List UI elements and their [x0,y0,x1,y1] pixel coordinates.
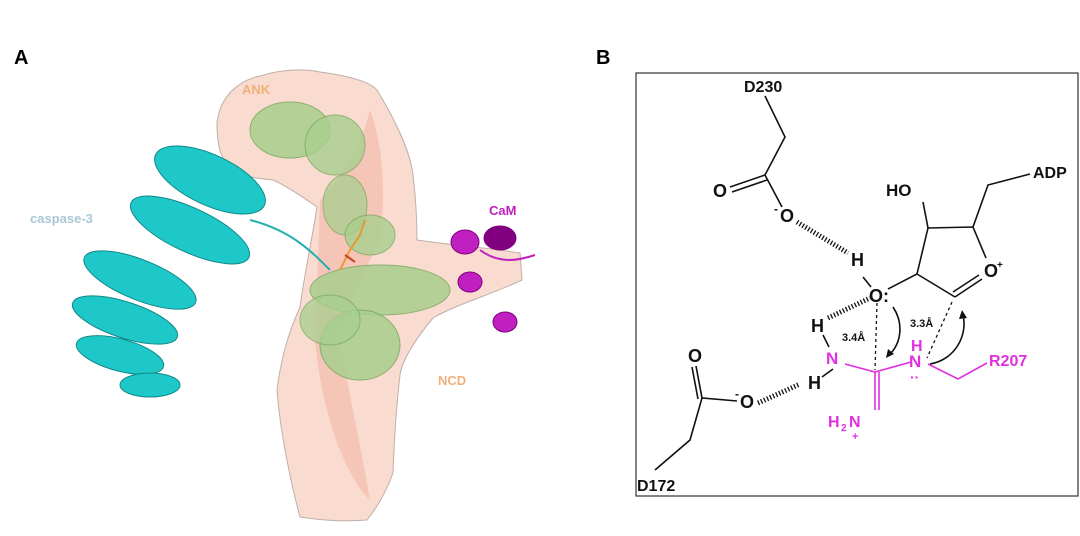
d230-label: D230 [744,79,782,96]
d172-carbonyl-o: O [688,346,702,366]
d230-carboxylate-o: O [780,206,794,226]
reaction-scheme: D230 O - O H O: O + HO ADP H N N H ·· R2… [637,79,1067,495]
hydroxyl-h: H [851,250,864,270]
cam-cartoon [450,225,536,333]
arrow-head-icon [886,349,894,358]
lone-pair: ·· [910,369,919,385]
arg-n2-h: H [911,338,923,355]
ribose-o: O: [869,286,889,306]
d172-label: D172 [637,478,675,495]
arg-n2: N [909,352,921,371]
arg-n1-h: H [808,373,821,393]
adp-label: ADP [1033,165,1067,182]
h2n-subscript: 2 [841,423,847,434]
ncd-domain-cartoon [299,264,451,381]
distance-3-4: 3.4Å [842,331,865,344]
panel-b-frame [635,72,1079,497]
ligand-sticks [339,219,366,271]
distance-3-3: 3.3Å [910,317,933,330]
minus-sign: - [774,202,778,216]
d230-carbonyl-o: O [713,181,727,201]
ank-label: ANK [242,82,271,97]
h2n-n: N [849,414,861,431]
plus-sign: + [997,260,1003,271]
arg-nh-h: H [811,316,824,336]
caspase-3-cartoon [71,145,331,398]
h2n-plus: + [852,431,858,443]
panel-a-label: A [14,47,28,69]
ank-domain-cartoon [249,101,396,256]
ring-o-plus: O [984,261,998,281]
caspase-3-label: caspase-3 [30,211,93,226]
r207-label: R207 [989,353,1027,370]
ncd-label: NCD [438,373,466,388]
h2n-h: H [828,414,840,431]
cam-label: CaM [489,203,516,218]
arg-n1: N [826,349,838,368]
d172-carboxylate-o: O [740,392,754,412]
ho-label: HO [886,181,912,200]
panel-b-label: B [596,47,610,69]
arrow-head-icon [959,310,967,319]
minus-sign: - [735,387,739,401]
